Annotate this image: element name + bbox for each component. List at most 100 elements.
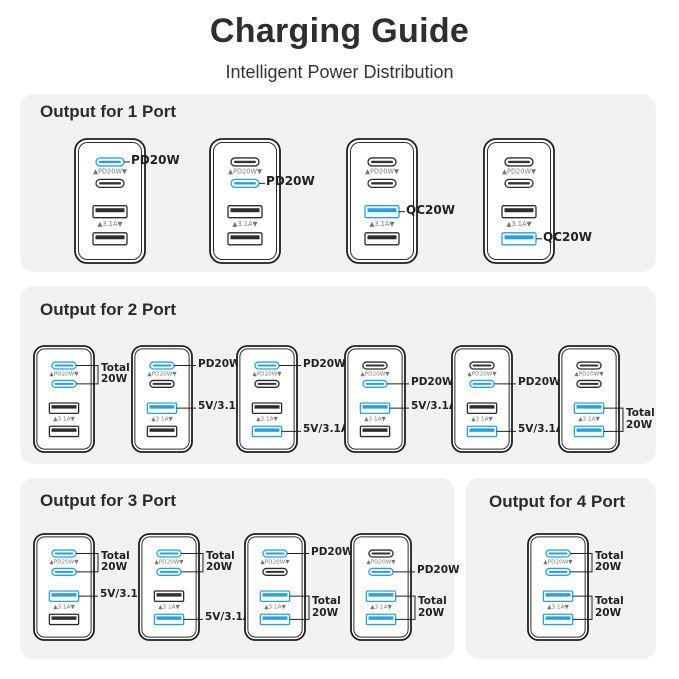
- output-label: PD20W: [303, 357, 346, 370]
- pd-mark: ▲PD20W▼: [154, 560, 184, 566]
- usb-a-port: [48, 425, 80, 438]
- usb-mark: ▲3.1A▼: [506, 220, 532, 228]
- usb-mark: ▲3.1A▼: [151, 417, 173, 423]
- charger-7: ▲PD20W▼▲3.1A▼: [344, 345, 406, 453]
- charger-8: ▲PD20W▼▲3.1A▼: [451, 345, 513, 453]
- charger-0: ▲PD20W▼ ▲3.1A▼: [74, 138, 146, 264]
- usb-a-port: [364, 232, 400, 246]
- usb-mark: ▲3.1A▼: [53, 417, 75, 423]
- output-label: 5V/3.1A: [198, 400, 244, 413]
- charger-11: ▲PD20W▼ ▲3.1A▼: [138, 533, 200, 641]
- section-title-three-port: Output for 3 Port: [40, 491, 176, 510]
- charger-13: ▲PD20W▼ ▲3.1A▼: [350, 533, 412, 641]
- output-label: PD20W: [131, 152, 180, 167]
- charger-3: ▲PD20W▼▲3.1A▼: [483, 138, 555, 264]
- section-title-four-port: Output for 4 Port: [489, 492, 625, 511]
- usb-mark: ▲3.1A▼: [264, 605, 286, 611]
- usb-mark: ▲3.1A▼: [97, 220, 123, 228]
- pd-mark: ▲PD20W▼: [260, 560, 290, 566]
- output-label: PD20W: [417, 563, 460, 576]
- usb-a-port: [466, 402, 498, 414]
- output-label: 5V/3.1A: [518, 423, 564, 436]
- usb-c-port: [95, 157, 125, 167]
- charger-2: ▲PD20W▼▲3.1A▼: [346, 138, 418, 264]
- pd-mark: ▲PD20W▼: [574, 372, 604, 378]
- usb-mark: ▲3.1A▼: [547, 605, 569, 611]
- pd-mark: ▲PD20W▼: [228, 168, 263, 176]
- usb-c-port: [51, 361, 77, 370]
- usb-c-port: [95, 178, 125, 189]
- charger-10: ▲PD20W▼▲3.1A▼: [33, 533, 95, 641]
- usb-a-port: [48, 590, 80, 602]
- usb-a-port: [227, 232, 263, 246]
- usb-c-port: [262, 567, 288, 576]
- usb-c-port: [230, 178, 260, 189]
- output-label: PD20W: [266, 174, 315, 189]
- usb-a-port: [48, 402, 80, 414]
- usb-a-port: [48, 613, 80, 626]
- usb-a-port: [92, 205, 128, 219]
- output-label: QC20W: [543, 229, 592, 244]
- pd-mark: ▲PD20W▼: [147, 372, 177, 378]
- usb-mark: ▲3.1A▼: [471, 417, 493, 423]
- usb-a-port: [92, 232, 128, 246]
- usb-mark: ▲3.1A▼: [370, 605, 392, 611]
- usb-c-port: [254, 379, 280, 388]
- charger-4: ▲PD20W▼ ▲3.1A▼: [33, 345, 95, 453]
- usb-c-port: [368, 567, 394, 576]
- usb-c-port: [504, 157, 534, 167]
- pd-mark: ▲PD20W▼: [252, 372, 282, 378]
- usb-a-port: [359, 425, 391, 438]
- output-label: 5V/3.1A: [303, 423, 349, 436]
- output-label: PD20W: [518, 375, 561, 388]
- pd-mark: ▲PD20W▼: [49, 372, 79, 378]
- pd-mark: ▲PD20W▼: [543, 560, 573, 566]
- page-subtitle: Intelligent Power Distribution: [225, 62, 454, 82]
- usb-a-port: [153, 590, 185, 602]
- usb-c-port: [576, 379, 602, 388]
- section-title-one-port: Output for 1 Port: [40, 102, 176, 121]
- output-label: PD20W: [311, 545, 354, 558]
- usb-mark: ▲3.1A▼: [369, 220, 395, 228]
- charger-1: ▲PD20W▼ ▲3.1A▼: [209, 138, 281, 264]
- usb-c-port: [469, 361, 495, 370]
- output-label: 5V/3.1A: [100, 588, 146, 601]
- page-title: Charging Guide: [209, 12, 470, 50]
- usb-c-port: [368, 549, 394, 558]
- section-title-two-port: Output for 2 Port: [40, 300, 176, 319]
- usb-a-port: [251, 402, 283, 414]
- charger-9: ▲PD20W▼▲3.1A▼: [558, 345, 620, 453]
- usb-mark: ▲3.1A▼: [232, 220, 258, 228]
- usb-c-port: [469, 379, 495, 388]
- usb-c-port: [367, 178, 397, 189]
- pd-mark: ▲PD20W▼: [366, 560, 396, 566]
- output-label: 5V/3.1A: [205, 611, 251, 624]
- charger-14: ▲PD20W▼ ▲3.1A▼: [527, 533, 589, 641]
- pd-mark: ▲PD20W▼: [93, 168, 128, 176]
- usb-mark: ▲3.1A▼: [158, 605, 180, 611]
- pd-mark: ▲PD20W▼: [360, 372, 390, 378]
- usb-mark: ▲3.1A▼: [256, 417, 278, 423]
- output-label: QC20W: [406, 202, 455, 217]
